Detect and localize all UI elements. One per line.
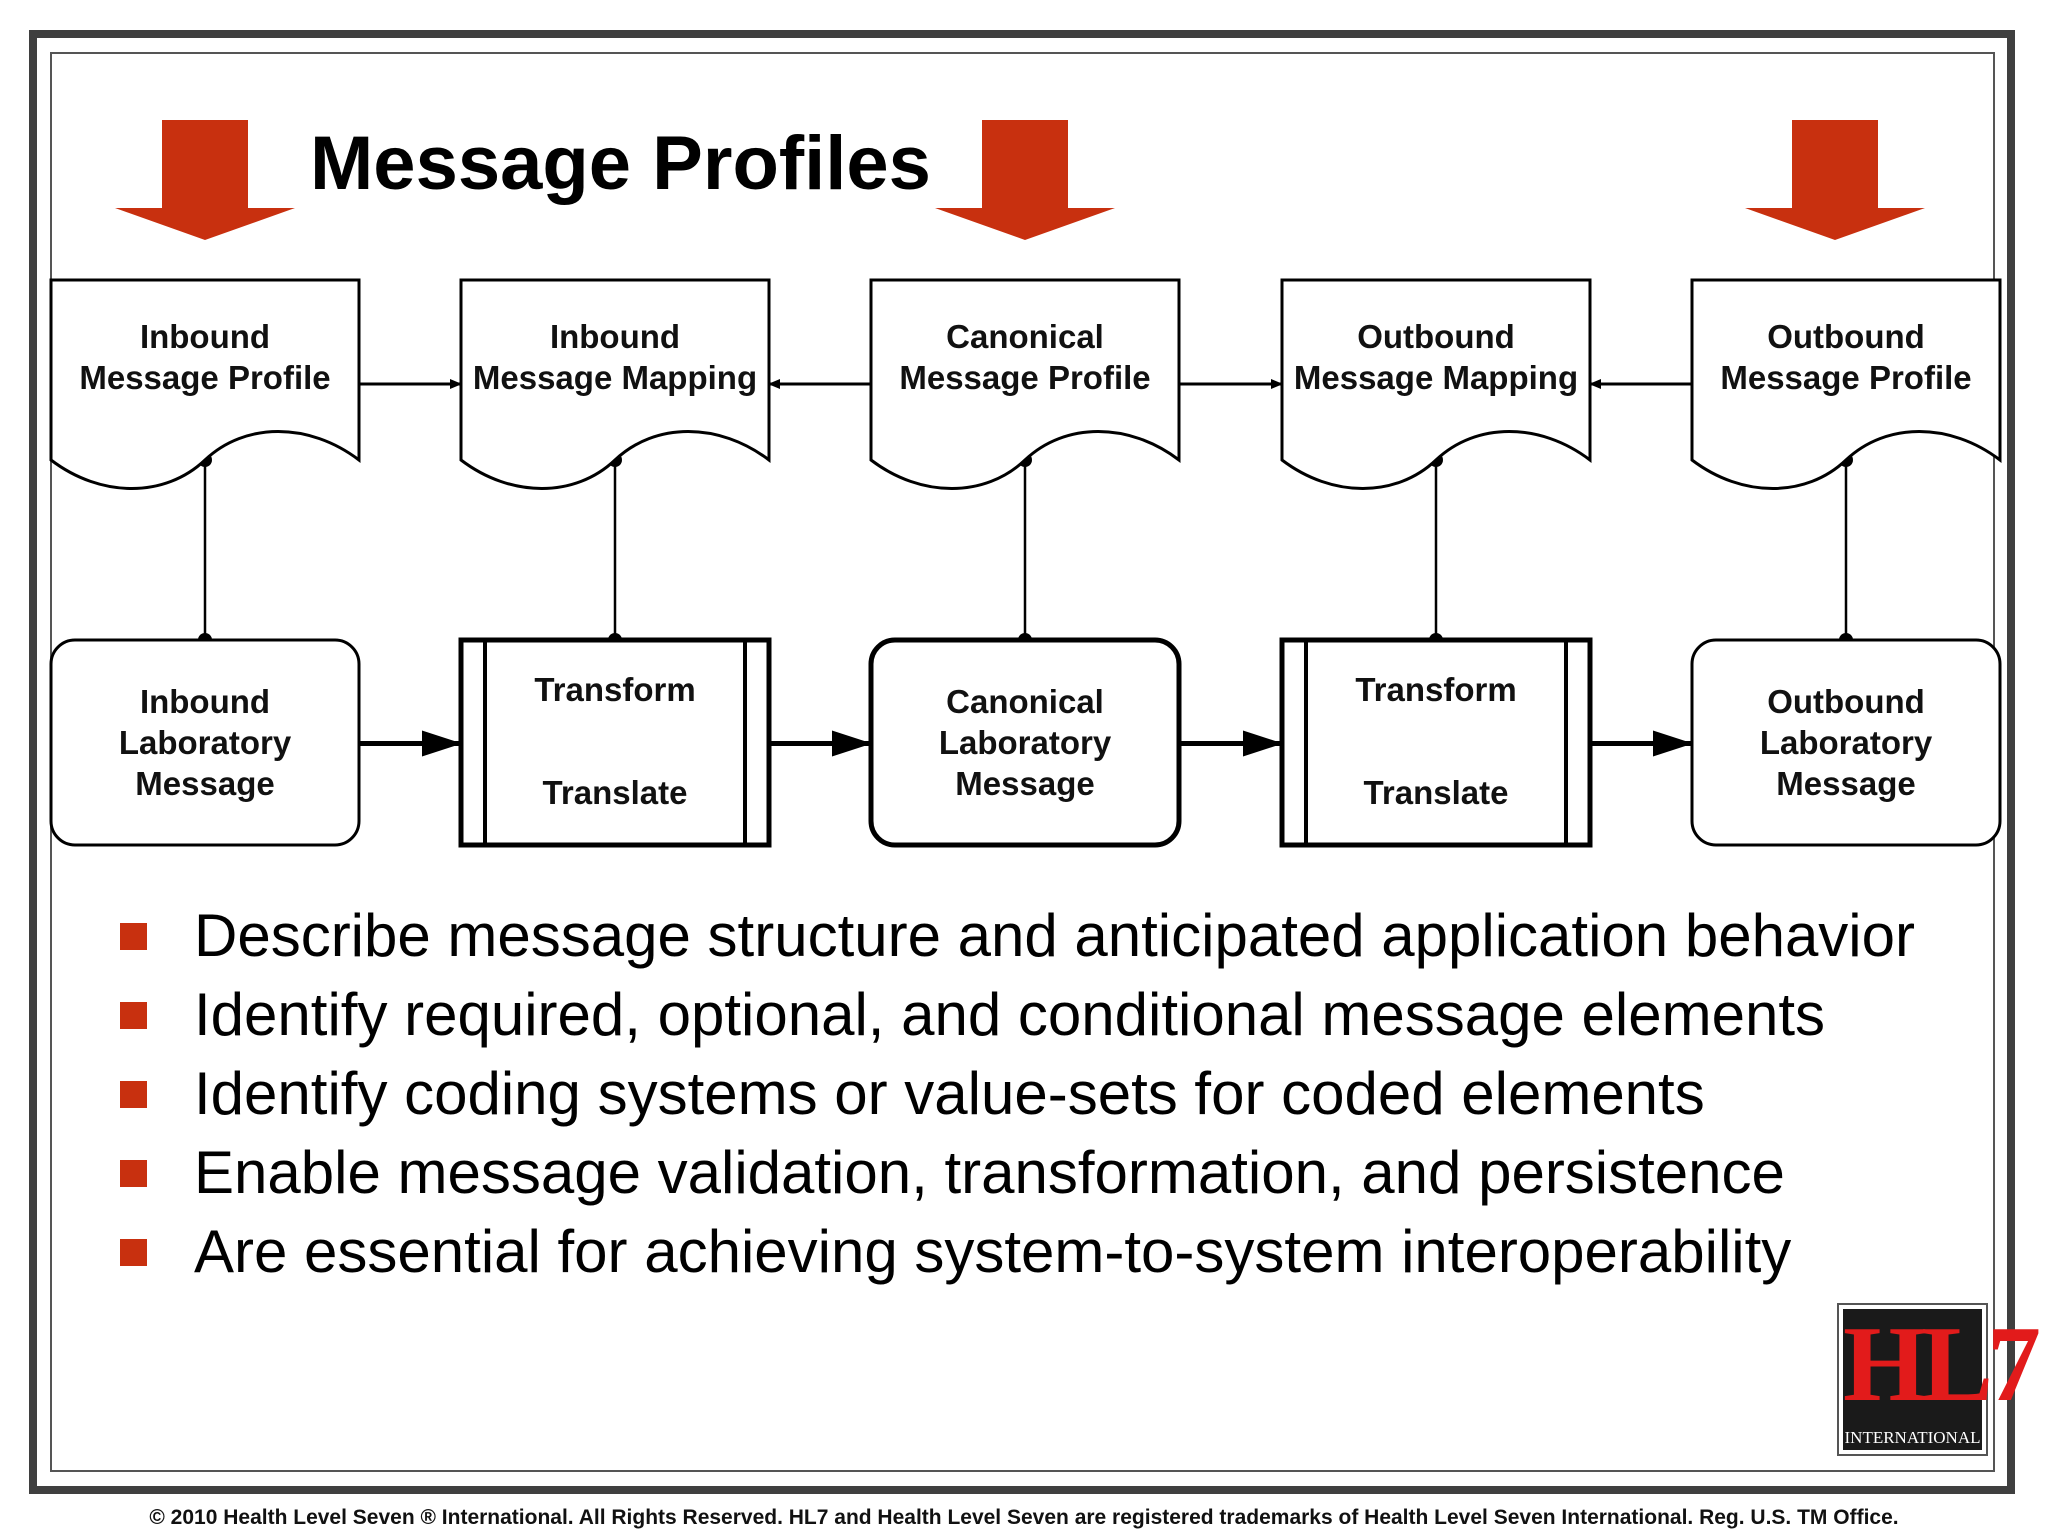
- hl7-international-logo: HL7 INTERNATIONAL: [1837, 1303, 2041, 1456]
- message-box: [1690, 638, 2002, 847]
- process-lower-label: Translate: [1363, 774, 1509, 811]
- document-label: Inbound: [139, 318, 271, 355]
- document-label: Message Mapping: [472, 359, 758, 396]
- copyright-footer: © 2010 Health Level Seven ® Internationa…: [149, 1506, 1899, 1529]
- slide-outer-border: [29, 30, 2015, 1494]
- message-box-label: Laboratory: [1759, 724, 1933, 761]
- process-box: [458, 637, 772, 848]
- document-label: Message Profile: [79, 359, 331, 396]
- document-shape: [1280, 278, 1592, 490]
- message-box-label: Outbound: [1767, 683, 1925, 720]
- process-upper-label: Transform: [1355, 671, 1517, 708]
- document-label: Inbound: [549, 318, 681, 355]
- message-box-label: Laboratory: [938, 724, 1112, 761]
- document-shape: [1690, 278, 2002, 490]
- document-label: Outbound: [1767, 318, 1925, 355]
- message-box-label: Message: [1776, 765, 1916, 802]
- document-label: Outbound: [1357, 318, 1515, 355]
- process-upper-label: Transform: [534, 671, 696, 708]
- message-box-label: Message: [955, 765, 1095, 802]
- bullet-text: Describe message structure and anticipat…: [194, 902, 1915, 969]
- square-bullet-icon: [120, 923, 147, 950]
- message-box: [868, 637, 1182, 848]
- message-box-label: Canonical: [946, 683, 1104, 720]
- square-bullet-icon: [120, 1002, 147, 1029]
- square-bullet-icon: [120, 1239, 147, 1266]
- bullet-text: Identify coding systems or value-sets fo…: [194, 1060, 1705, 1127]
- document-label: Message Profile: [899, 359, 1151, 396]
- document-label: Message Mapping: [1293, 359, 1579, 396]
- message-box-label: Laboratory: [118, 724, 292, 761]
- bullet-text: Are essential for achieving system-to-sy…: [194, 1218, 1792, 1285]
- process-lower-label: Translate: [542, 774, 688, 811]
- logo-mark: HL7: [1843, 1305, 2041, 1424]
- message-box-label: Inbound: [139, 683, 271, 720]
- document-shape: [459, 278, 771, 490]
- document-shape: [49, 278, 361, 490]
- logo-caption: INTERNATIONAL: [1844, 1428, 1981, 1447]
- bullet-text: Enable message validation, transformatio…: [194, 1139, 1785, 1206]
- document-shape: [869, 278, 1181, 490]
- down-arrow-icon: [115, 120, 295, 240]
- logo-panel: HL7 INTERNATIONAL: [1843, 1305, 2041, 1450]
- bullet-text: Identify required, optional, and conditi…: [194, 981, 1826, 1048]
- down-arrow-icon: [935, 120, 1115, 240]
- process-box: [1279, 637, 1593, 848]
- down-arrow-icon: [1745, 120, 1925, 240]
- square-bullet-icon: [120, 1081, 147, 1108]
- document-label: Message Profile: [1720, 359, 1972, 396]
- message-box-label: Message: [135, 765, 275, 802]
- message-box: [49, 638, 361, 847]
- slide-title: Message Profiles: [310, 121, 931, 206]
- document-label: Canonical: [946, 318, 1104, 355]
- square-bullet-icon: [120, 1160, 147, 1187]
